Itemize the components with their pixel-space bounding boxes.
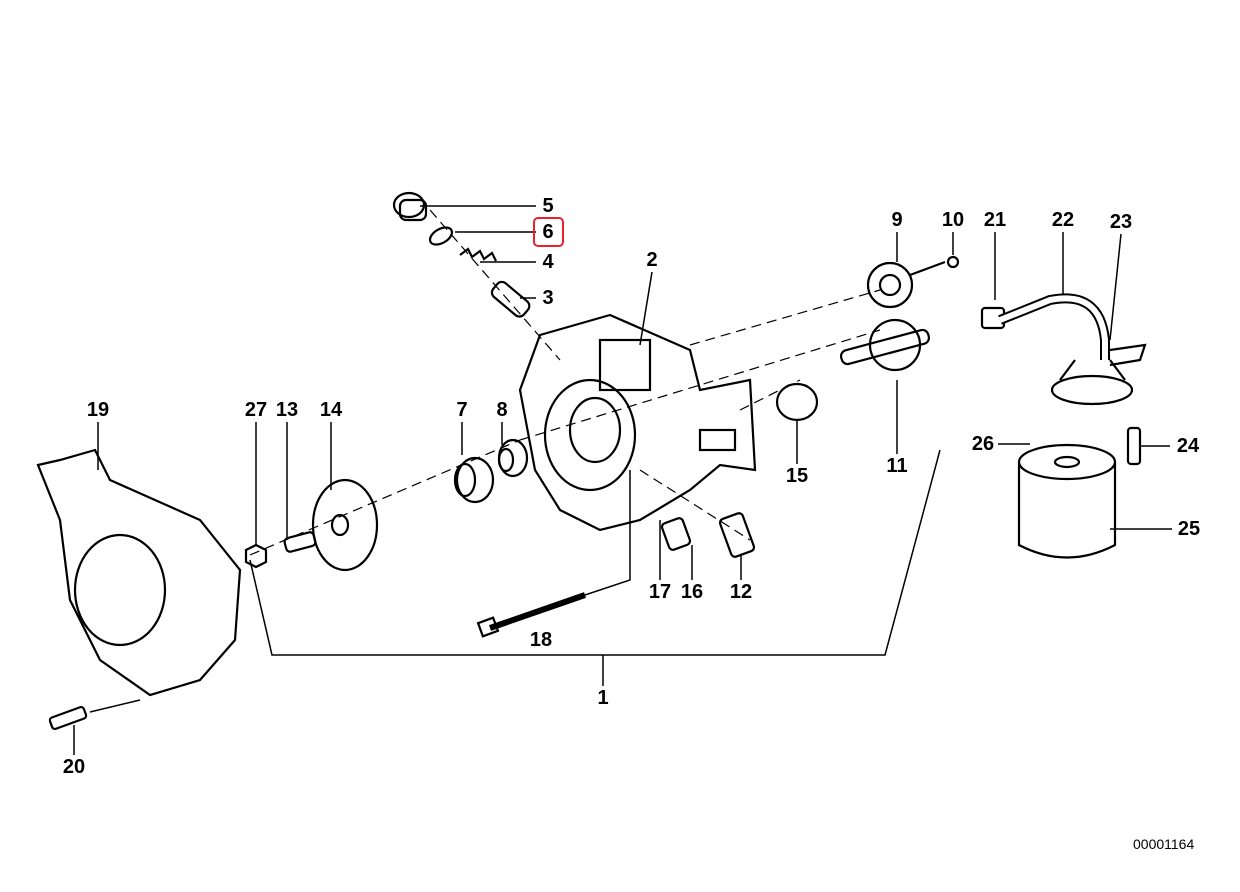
callout-1[interactable]: 1 [597,687,609,709]
callout-19[interactable]: 19 [86,399,110,421]
catalog-code: 00001164 [1133,836,1195,852]
highlight-box [533,217,564,247]
callout-22[interactable]: 22 [1051,209,1075,231]
callout-24[interactable]: 24 [1176,435,1200,457]
callout-13[interactable]: 13 [275,399,299,421]
callout-11[interactable]: 11 [886,455,908,477]
callout-4[interactable]: 4 [542,251,554,273]
callout-15[interactable]: 15 [785,465,809,487]
leader-lines [73,205,1172,755]
callout-27[interactable]: 27 [244,399,268,421]
callout-6[interactable]: 6 [542,221,554,243]
callout-18[interactable]: 18 [529,629,553,651]
callout-10[interactable]: 10 [941,209,965,231]
callout-25[interactable]: 25 [1177,518,1201,540]
callout-21[interactable]: 21 [983,209,1007,231]
callout-12[interactable]: 12 [729,581,753,603]
callout-17[interactable]: 17 [648,581,672,603]
callout-14[interactable]: 14 [319,399,343,421]
part-shapes [36,191,1147,731]
callout-2[interactable]: 2 [646,249,658,271]
callout-26[interactable]: 26 [971,433,995,455]
callout-5[interactable]: 5 [542,195,554,217]
callout-3[interactable]: 3 [542,287,554,309]
callout-20[interactable]: 20 [62,756,86,778]
callout-7[interactable]: 7 [456,399,468,421]
callout-9[interactable]: 9 [891,209,903,231]
callout-16[interactable]: 16 [680,581,704,603]
callout-23[interactable]: 23 [1109,211,1133,233]
callout-8[interactable]: 8 [496,399,508,421]
